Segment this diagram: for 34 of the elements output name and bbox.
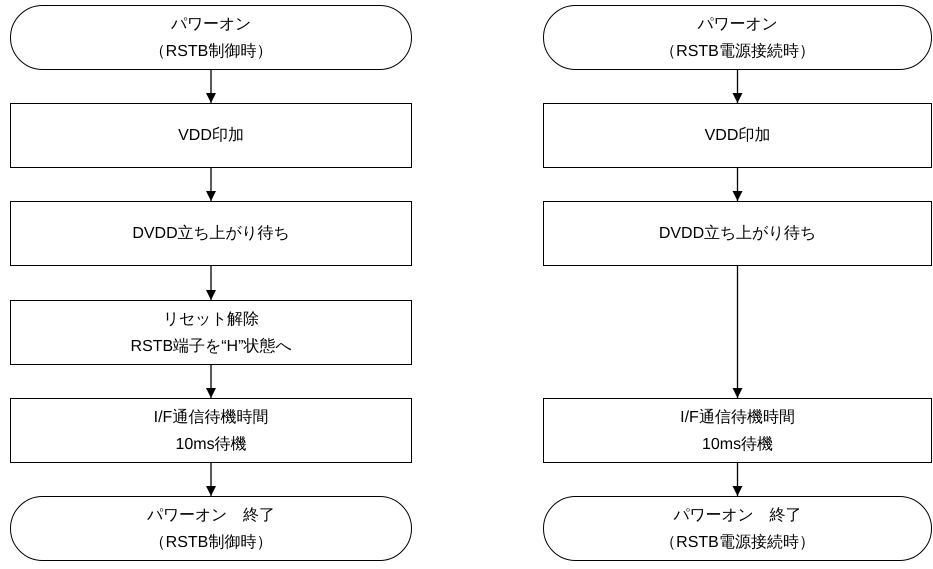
arrow bbox=[732, 168, 742, 201]
node-text: （RSTB制御時） bbox=[150, 42, 272, 62]
node-text: VDD印加 bbox=[178, 126, 244, 146]
node-text: 10ms待機 bbox=[175, 434, 247, 454]
node-text: （RSTB制御時） bbox=[150, 532, 272, 552]
process-box bbox=[543, 398, 932, 463]
node-text: パワーオン 終了 bbox=[147, 506, 275, 526]
node-text: パワーオン 終了 bbox=[674, 506, 802, 526]
arrow bbox=[206, 266, 216, 300]
node-text: DVDD立ち上がり待ち bbox=[132, 224, 290, 244]
process-box bbox=[543, 201, 932, 266]
node-text: DVDD立ち上がり待ち bbox=[658, 224, 816, 244]
node-text: 10ms待機 bbox=[702, 434, 774, 454]
node-text: RSTB端子を“H”状態へ bbox=[130, 336, 292, 356]
arrow bbox=[206, 463, 216, 496]
node-text: リセット解除 bbox=[163, 310, 259, 330]
process-box bbox=[10, 398, 412, 463]
node-text: パワーオン bbox=[171, 14, 251, 34]
arrow bbox=[732, 463, 742, 496]
node-text: パワーオン bbox=[698, 14, 778, 34]
process-box bbox=[10, 103, 412, 168]
arrow bbox=[206, 70, 216, 103]
node-text: （RSTB電源接続時） bbox=[660, 42, 815, 62]
arrow bbox=[206, 168, 216, 201]
arrow bbox=[732, 266, 742, 398]
node-text: I/F通信待機時間 bbox=[154, 408, 268, 428]
node-text: （RSTB電源接続時） bbox=[660, 532, 815, 552]
arrow bbox=[206, 365, 216, 398]
process-box bbox=[543, 103, 932, 168]
node-text: VDD印加 bbox=[704, 126, 770, 146]
node-text: I/F通信待機時間 bbox=[680, 408, 795, 428]
arrow bbox=[732, 70, 742, 103]
process-box bbox=[10, 300, 412, 365]
process-box bbox=[10, 201, 412, 266]
